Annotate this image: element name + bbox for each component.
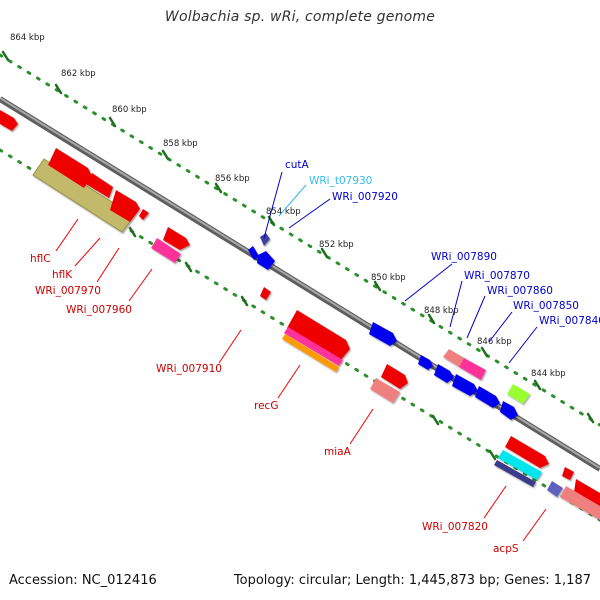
leader-007840 — [508, 326, 538, 364]
label-007860[interactable]: WRi_007860 — [487, 285, 553, 297]
label-007850[interactable]: WRi_007850 — [513, 300, 579, 312]
label-007910[interactable]: WRi_007910 — [156, 363, 222, 375]
gene-007840-arrow[interactable] — [500, 401, 518, 420]
accession-text: Accession: NC_012416 — [9, 573, 157, 588]
gene-hflk-arrow[interactable] — [86, 173, 113, 198]
gene-miaa-arrow[interactable] — [381, 364, 408, 389]
gene-007850-arrow-2[interactable] — [475, 386, 500, 408]
label-007970[interactable]: WRi_007970 — [35, 285, 101, 297]
label-recg[interactable]: recG — [254, 400, 278, 412]
leader-t07930 — [278, 184, 307, 217]
gene-recg-pink-band[interactable] — [284, 327, 343, 366]
scale-label-862: 862 kbp — [61, 69, 96, 79]
gene-007860-arrow-2[interactable] — [434, 364, 454, 383]
label-007870[interactable]: WRi_007870 — [464, 270, 530, 282]
label-007920[interactable]: WRi_007920 — [332, 191, 398, 203]
gene-recg-arrow[interactable] — [287, 310, 350, 361]
gene-acps-red[interactable] — [574, 479, 600, 507]
scale-label-848: 848 kbp — [424, 306, 459, 316]
label-miaa[interactable]: miaA — [324, 446, 352, 458]
label-007840[interactable]: WRi_007840 — [539, 315, 600, 327]
label-cuta[interactable]: cutA — [285, 159, 310, 171]
gene-olive-box[interactable] — [32, 158, 135, 233]
scale-label-846: 846 kbp — [477, 337, 512, 347]
scale-label-860: 860 kbp — [112, 105, 147, 115]
upper-scale-track — [0, 53, 600, 427]
leader-007860 — [466, 295, 486, 339]
gene-cuta-arrow[interactable] — [248, 246, 259, 260]
gene-007870-pink[interactable] — [459, 358, 486, 380]
scale-label-844: 844 kbp — [531, 369, 566, 379]
leader-007850 — [488, 311, 513, 343]
gene-arrow-left-edge[interactable] — [0, 110, 18, 131]
scale-label-850: 850 kbp — [371, 273, 406, 283]
gene-recg-orange-band[interactable] — [282, 334, 339, 372]
scale-label-858: 858 kbp — [163, 139, 198, 149]
gene-007960-arrow[interactable] — [163, 227, 190, 250]
lower-major-ticks — [71, 191, 497, 461]
leader-007960 — [128, 268, 153, 302]
leader-007970 — [96, 247, 120, 283]
scale-label-856: 856 kbp — [215, 174, 250, 184]
gene-007970-arrow[interactable] — [110, 190, 140, 222]
label-007820[interactable]: WRi_007820 — [422, 521, 488, 533]
leader-007910 — [218, 329, 242, 364]
label-007960[interactable]: WRi_007960 — [66, 304, 132, 316]
gene-007920-arrow[interactable] — [257, 251, 275, 270]
gene-pink-box[interactable] — [151, 238, 181, 263]
gene-small-red-marker[interactable] — [139, 209, 149, 220]
gene-007820-indigo[interactable] — [494, 460, 536, 487]
label-t07930[interactable]: WRi_t07930 — [309, 175, 372, 187]
leader-007920 — [288, 198, 331, 229]
topology-text: Topology: circular; Length: 1,445,873 bp… — [233, 573, 591, 588]
gene-acps-arrow[interactable] — [562, 467, 574, 480]
gene-007870-salmon[interactable] — [443, 349, 466, 368]
gene-007860-arrow[interactable] — [418, 355, 433, 370]
gene-007850-arrow[interactable] — [452, 374, 478, 396]
gene-007890-arrow[interactable] — [369, 322, 397, 346]
leader-hflk — [74, 237, 101, 267]
leader-007820 — [483, 485, 507, 519]
major-ticks — [1, 50, 595, 424]
genome-backbone-highlight — [0, 97, 600, 469]
gene-small-red-2[interactable] — [260, 287, 271, 300]
label-acps[interactable]: acpS — [493, 543, 519, 555]
scale-label-852: 852 kbp — [319, 240, 354, 250]
leader-recg — [277, 364, 301, 399]
gene-007820-arrow[interactable] — [505, 436, 549, 468]
gene-acps-salmon[interactable] — [560, 486, 600, 520]
gene-miaa-salmon[interactable] — [370, 378, 400, 403]
label-hflk[interactable]: hflK — [52, 269, 73, 281]
gene-007820-cyan[interactable] — [498, 450, 542, 480]
gene-acps-indigo[interactable] — [547, 481, 563, 497]
gene-cuta-indigo[interactable] — [260, 233, 270, 246]
gene-hflc-arrow[interactable] — [48, 148, 92, 188]
leader-miaa — [349, 408, 374, 445]
leader-cuta — [263, 171, 283, 239]
scale-label-854: 854 kbp — [266, 207, 301, 217]
leader-hflc — [55, 218, 79, 252]
label-007890[interactable]: WRi_007890 — [431, 251, 497, 263]
map-title: Wolbachia sp. wRi, complete genome — [164, 9, 436, 25]
leader-007890 — [404, 263, 453, 302]
leader-acps — [522, 508, 547, 542]
label-hflc[interactable]: hflC — [30, 253, 51, 265]
scale-label-864: 864 kbp — [10, 33, 45, 43]
leader-007870 — [449, 280, 463, 328]
gene-lime-box[interactable] — [507, 384, 530, 404]
